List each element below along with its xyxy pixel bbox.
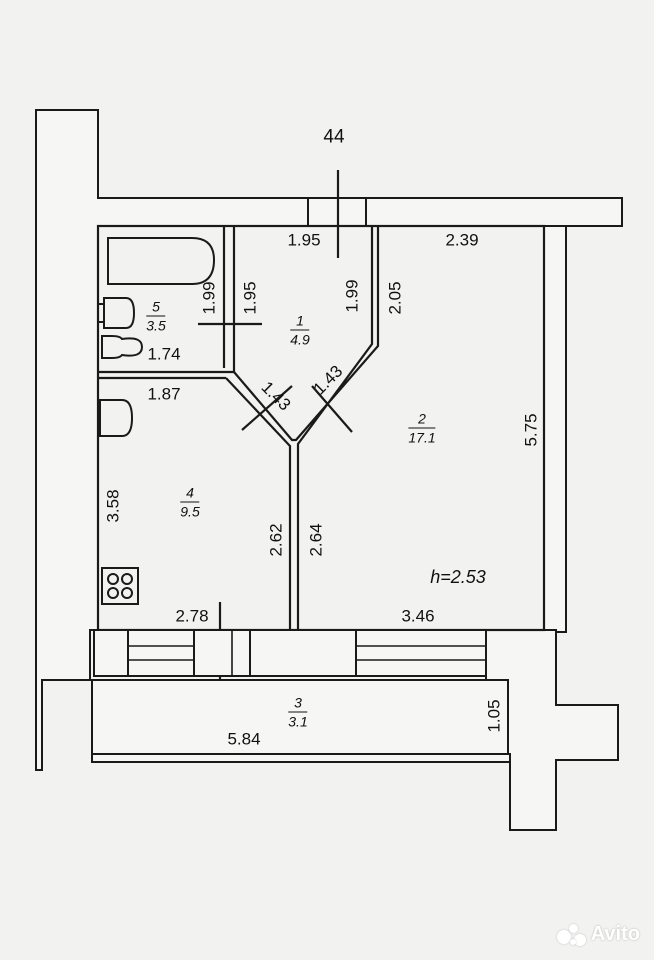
bath-bottom-wall bbox=[98, 370, 234, 380]
room-2-label: 2 17.1 bbox=[408, 411, 436, 446]
door-loggia bbox=[193, 629, 251, 677]
bathtub bbox=[107, 237, 216, 285]
door-mark-left bbox=[241, 385, 293, 431]
dim-bath-top: 1.95 bbox=[287, 230, 321, 250]
room-area: 9.5 bbox=[180, 503, 200, 520]
dim-partition-left: 2.62 bbox=[266, 523, 286, 557]
room-1-label: 1 4.9 bbox=[290, 313, 310, 348]
bath-partition bbox=[222, 226, 236, 372]
window-left bbox=[127, 629, 195, 677]
room-area: 17.1 bbox=[408, 429, 436, 446]
dim-room2-bottom: 3.46 bbox=[401, 606, 435, 626]
dim-bath-side-a: 1.99 bbox=[199, 281, 219, 315]
stove bbox=[101, 567, 139, 605]
room-area: 3.1 bbox=[288, 713, 308, 730]
dim-kitchen-top: 1.87 bbox=[147, 384, 181, 404]
window-right bbox=[355, 629, 487, 677]
top-wall-right bbox=[365, 197, 623, 227]
dim-bath-bottom: 1.74 bbox=[147, 344, 181, 364]
dim-loggia-length: 5.84 bbox=[227, 729, 261, 749]
dim-hall-side-a: 1.99 bbox=[342, 279, 362, 313]
watermark-text: Avito bbox=[590, 923, 640, 945]
room-number: 2 bbox=[408, 411, 436, 429]
ceiling-height: h=2.53 bbox=[430, 567, 486, 587]
dim-partition-right: 2.64 bbox=[306, 523, 326, 557]
apartment-number: 44 bbox=[323, 126, 345, 148]
dim-kitchen-bottom: 2.78 bbox=[175, 606, 209, 626]
dim-hall-side-b: 2.05 bbox=[385, 281, 405, 315]
avito-logo-icon bbox=[556, 923, 587, 946]
room-5-label: 5 3.5 bbox=[146, 299, 166, 334]
room-number: 4 bbox=[180, 485, 200, 503]
dim-room2-side: 5.75 bbox=[521, 413, 541, 447]
toilet bbox=[101, 335, 144, 359]
right-wall bbox=[543, 225, 567, 633]
room-area: 3.5 bbox=[146, 317, 166, 334]
room-number: 3 bbox=[288, 695, 308, 713]
room-4-label: 4 9.5 bbox=[180, 485, 200, 520]
room-area: 4.9 bbox=[290, 331, 310, 348]
avito-watermark: Avito bbox=[556, 923, 640, 946]
loggia bbox=[91, 679, 509, 755]
room-number: 5 bbox=[146, 299, 166, 317]
room-3-label: 3 3.1 bbox=[288, 695, 308, 730]
hall-wall bbox=[225, 226, 380, 630]
dim-loggia-width: 1.05 bbox=[484, 699, 504, 733]
dim-kitchen-side: 3.58 bbox=[103, 489, 123, 523]
dim-bath-side-b: 1.95 bbox=[240, 281, 260, 315]
door-mark-right bbox=[311, 385, 353, 433]
dim-room2-top: 2.39 bbox=[445, 230, 479, 250]
sink bbox=[98, 297, 136, 329]
room-number: 1 bbox=[290, 313, 310, 331]
kitchen-sink bbox=[98, 399, 134, 437]
loggia-rail bbox=[91, 753, 511, 763]
